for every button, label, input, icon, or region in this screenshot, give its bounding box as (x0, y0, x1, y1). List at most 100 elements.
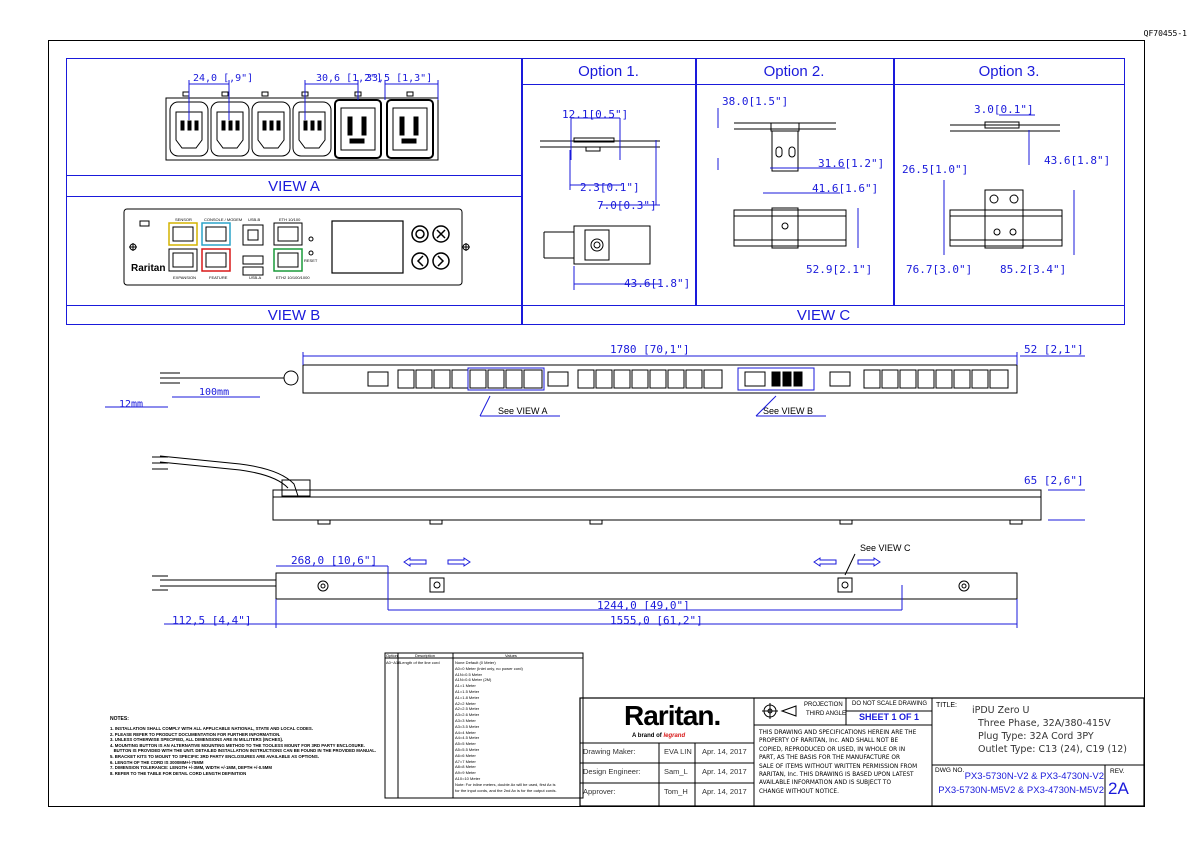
rev-label: REV. (1110, 768, 1125, 775)
note-line: 5. BRACKET KITS TO MOUNT TO SPECIFIC 3RD… (110, 753, 319, 759)
dwg-no-line-2: PX3-5730N-M5V2 & PX3-4730N-M5V2 (938, 785, 1104, 796)
opt3-dim-e: 85.2[3.4"] (1000, 263, 1067, 276)
dim-cord-100mm: 100mm (199, 387, 230, 398)
dim-overall-length: 1780 [70,1"] (610, 343, 690, 356)
approval-role: Approver: (583, 787, 616, 796)
note-line: 1. INSTALLATION SHALL COMPLY WITH ALL AP… (110, 726, 313, 731)
opt3-dim-b: 26.5[1.0"] (902, 163, 969, 176)
option-value: A1N=0.5 Meter (455, 671, 483, 677)
title-label: TITLE: (936, 702, 958, 709)
title-block-grid (579, 697, 1145, 807)
property-line: PROPERTY OF RARITAN, Inc. AND SHALL NOT … (759, 738, 899, 745)
title-line: Three Phase, 32A/380-415V (978, 718, 1111, 729)
brand-sub-text: A brand of (632, 733, 662, 739)
view-c-title: VIEW C (796, 307, 851, 324)
approval-date: Apr. 14, 2017 (702, 767, 747, 776)
option-table-values: None Default (0 Meter)A0=0 Meter (Inlet … (455, 660, 557, 793)
dim-cord-12mm: 12mm (119, 399, 144, 410)
pdu-side-view (152, 455, 1085, 525)
note-line: 4. MOUNTING BUTTON IS AN ALTERNATIVE MOU… (110, 742, 365, 748)
option-value: A1=1 Meter (455, 683, 476, 689)
dim-height: 65 [2,6"] (1024, 474, 1084, 487)
brand-subline: A brand of legrand (632, 733, 685, 739)
label-reset: RESET (304, 258, 318, 263)
legrand-logo: legrand (663, 733, 686, 739)
dwg-no-label: DWG NO. (935, 767, 965, 774)
option-value: A5=5 Meter (455, 741, 476, 747)
view-a-title: VIEW A (268, 178, 320, 195)
view-b-title-band (66, 305, 1125, 325)
option-table-header-description: Description (415, 653, 436, 658)
opt3-dim-c: 43.6[1.8"] (1044, 154, 1111, 167)
option-value: A3=2.6 Meter (455, 712, 480, 718)
option-value: A4=4 Meter (455, 729, 476, 735)
option-value: A10=10 Meter (455, 775, 481, 781)
note-line: 8. REFER TO THE TABLE FOR DETAIL CORD LE… (110, 770, 247, 776)
property-line: COPIED, REPRODUCED OR USED, IN WHOLE OR … (759, 746, 906, 753)
dim-1244: 1244,0 [49,0"] (597, 599, 690, 612)
view-b-title: VIEW B (267, 307, 321, 324)
option-divider-2 (893, 58, 895, 305)
property-notice: THIS DRAWING AND SPECIFICATIONS HEREIN A… (759, 729, 917, 796)
opt2-dim-c: 41.6[1.6"] (812, 182, 879, 195)
pdu-front-view (105, 352, 1085, 417)
note-line: BUTTON IS PROVIDED WITH THE UNIT. DETAIL… (110, 748, 377, 754)
opt3-dim-a: 3.0[0.1"] (974, 103, 1034, 116)
option-value: A5=5.5 Meter (455, 746, 480, 752)
pdu-back-view (152, 553, 1018, 628)
option-value: A6=6 Meter (455, 752, 476, 758)
approval-date: Apr. 14, 2017 (702, 787, 747, 796)
option-divider-1 (695, 58, 697, 305)
option-value: A1=1.5 Meter (455, 688, 480, 694)
label-feature: FEATURE (209, 275, 228, 280)
option-table-option: A0~A18 (386, 660, 401, 665)
option-value: A8=8 Meter (455, 764, 476, 770)
opt1-dim-b: 2.3[0.1"] (580, 181, 640, 194)
sheet-label: SHEET 1 OF 1 (859, 712, 920, 722)
option-3-drawing (943, 114, 1075, 255)
opt3-dim-d: 76.7[3.0"] (906, 263, 973, 276)
note-line: 2. PLEASE REFER TO PRODUCT DOCUMENTATION… (110, 731, 281, 737)
view-a-dim-c19-width: 33,5 [1,3"] (366, 73, 433, 84)
view-a-dim-c19-pitch: 30,6 [1,2"] (316, 73, 383, 84)
opt2-dim-b: 31.6[1.2"] (818, 157, 885, 170)
option-table-header-values: Values (505, 653, 517, 658)
label-console: CONSOLE / MODEM (204, 217, 243, 222)
option-2-drawing (717, 108, 859, 249)
notes-heading: NOTES: (110, 716, 129, 722)
third-angle-label: THIRD ANGLE (806, 711, 847, 717)
rev-value: 2A (1108, 779, 1129, 798)
label-usb-a: USB-A (249, 275, 262, 280)
option-value: for the input cords, and the 2nd Ax is f… (455, 787, 557, 793)
option-value: A1=1.8 Meter (455, 694, 480, 700)
property-line: PART, AS THE BASIS FOR THE MANUFACTURE O… (759, 755, 901, 762)
approval-name: Tom_H (664, 787, 688, 796)
option-table-description: Length of the line cord (400, 660, 440, 665)
option-value: A2=2.5 Meter (455, 706, 480, 712)
raritan-logo: Raritan. (624, 700, 721, 731)
approval-name: EVA LIN (664, 747, 692, 756)
notes-list: 1. INSTALLATION SHALL COMPLY WITH ALL AP… (110, 726, 376, 776)
dim-268: 268,0 [10,6"] (291, 554, 378, 567)
opt2-dim-a: 38.0[1.5"] (722, 95, 789, 108)
dim-end: 52 [2,1"] (1024, 343, 1084, 356)
option-header-band (522, 58, 1125, 85)
label-sensor: SENSOR (175, 217, 192, 222)
label-eth: ETH 10/100 (279, 217, 301, 222)
no-scale-label: DO NOT SCALE DRAWING (852, 701, 928, 707)
option-table-grid (384, 652, 584, 799)
view-a-dim-pitch: 24,0 [,9"] (193, 73, 254, 84)
option-1-title: Option 1. (578, 63, 639, 80)
note-line: 6. LENGTH OF THE CORD IS 3000MM+/-75MM (110, 759, 204, 765)
option-value: None Default (0 Meter) (455, 660, 496, 665)
title-line: iPDU Zero U (972, 705, 1030, 716)
label-eth2: ETH2 10/100/1000 (276, 275, 310, 280)
approval-role: Drawing Maker: (583, 747, 636, 756)
option-value: A0=0 Meter (Inlet only, no power cord) (455, 665, 523, 671)
view-a-title-band (66, 175, 522, 197)
option-value: A9=9 Meter (455, 770, 476, 776)
view-b-panel (123, 208, 470, 286)
opt2-dim-d: 52.9[2.1"] (806, 263, 873, 276)
